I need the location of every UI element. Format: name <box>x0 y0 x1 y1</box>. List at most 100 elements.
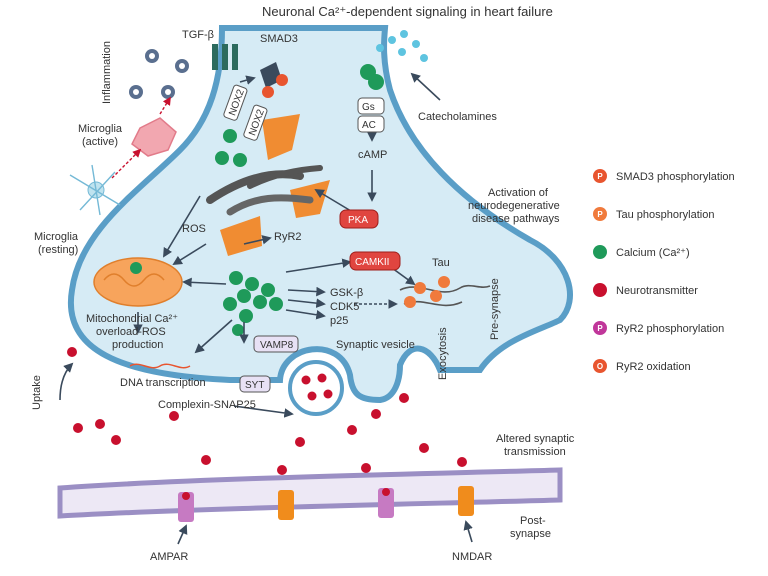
label-tgf-beta: TGF-β <box>182 29 214 41</box>
neurotransmitters-cleft <box>67 347 467 475</box>
label-activation-l3: disease pathways <box>472 213 560 225</box>
arrow-active-to-inflammation <box>159 96 171 115</box>
label-microglia-active-l1: Microglia <box>78 123 123 135</box>
legend-label: RyR2 oxidation <box>616 361 691 373</box>
legend-swatch <box>593 169 607 183</box>
neuron-body <box>67 25 573 404</box>
legend-item: P SMAD3 phosphorylation <box>593 169 735 183</box>
legend-item: P Tau phosphorylation <box>593 207 714 221</box>
legend-label: SMAD3 phosphorylation <box>616 171 735 183</box>
arrow-catecholamines <box>410 72 441 101</box>
legend-item: Neurotransmitter <box>593 283 698 297</box>
mitochondrion <box>93 257 183 307</box>
label-mito-l2: overload-ROS <box>96 326 166 338</box>
uptake-arrow <box>59 362 74 401</box>
pathway-arrows <box>133 75 416 354</box>
legend-glyph: O <box>597 362 603 371</box>
legend-glyph: P <box>597 324 603 333</box>
tau-filaments <box>399 276 491 308</box>
legend-swatch <box>593 207 607 221</box>
legend-item: O RyR2 oxidation <box>593 359 691 373</box>
label-microglia-resting: Microglia (resting) <box>34 231 81 256</box>
label-catecholamines: Catecholamines <box>418 111 497 123</box>
svg-text:Gs: Gs <box>362 102 375 113</box>
label-ampar: AMPAR <box>150 551 188 563</box>
arrow-complexin <box>233 405 294 418</box>
svg-text:VAMP8: VAMP8 <box>260 340 294 351</box>
label-microglia-resting-l2: (resting) <box>38 244 78 256</box>
label-post-synapse: Post- synapse <box>510 515 551 540</box>
label-altered-l1: Altered synaptic <box>496 433 575 445</box>
svg-text:CAMKII: CAMKII <box>355 257 389 268</box>
arrow-ampar <box>177 524 188 545</box>
tag-syt: SYT <box>239 375 271 393</box>
legend-swatch <box>593 359 607 373</box>
label-ryr2: RyR2 <box>274 231 302 243</box>
label-mito: Mitochondrial Ca²⁺ overload-ROS producti… <box>86 313 181 351</box>
label-post-synapse-l1: Post- <box>520 515 546 527</box>
arrow-resting-to-active <box>111 148 142 179</box>
endoplasmic-reticulum <box>206 114 330 256</box>
legend-item: Calcium (Ca²⁺) <box>593 245 690 259</box>
label-inflammation: Inflammation <box>101 41 113 104</box>
gs-receptor <box>360 64 384 90</box>
receptor-nmdar-1 <box>278 490 294 520</box>
receptor-ampar-2 <box>378 488 394 518</box>
label-mito-l1: Mitochondrial Ca²⁺ <box>86 313 178 325</box>
label-nmdar: NMDAR <box>452 551 492 563</box>
svg-text:AC: AC <box>362 120 376 131</box>
label-microglia-resting-l1: Microglia <box>34 231 79 243</box>
tag-vamp8: VAMP8 <box>253 335 299 353</box>
label-post-synapse-l2: synapse <box>510 528 551 540</box>
microglia-resting <box>69 164 121 216</box>
label-activation: Activation of neurodegenerative disease … <box>468 187 563 225</box>
diagram-title: Neuronal Ca²⁺-dependent signaling in hea… <box>262 4 553 19</box>
tag-pka: PKA <box>339 209 379 229</box>
label-dna: DNA transcription <box>120 377 206 389</box>
label-microglia-active: Microglia (active) <box>78 123 125 148</box>
dna-strand <box>129 363 191 369</box>
label-activation-l1: Activation of <box>488 187 549 199</box>
label-tau: Tau <box>432 257 450 269</box>
label-activation-l2: neurodegenerative <box>468 200 560 212</box>
microglia-inflammation-cluster <box>129 49 189 99</box>
legend-swatch <box>593 245 607 259</box>
label-smad3: SMAD3 <box>260 33 298 45</box>
label-mito-l3: production <box>112 339 163 351</box>
legend-label: Tau phosphorylation <box>616 209 714 221</box>
microglia-active <box>131 117 177 157</box>
label-complexin: Complexin-SNAP25 <box>158 399 256 411</box>
synaptic-vesicle <box>288 360 344 416</box>
legend-glyph: P <box>597 172 603 181</box>
tag-ac: AC <box>357 115 385 133</box>
legend-swatch <box>593 283 607 297</box>
receptor-ampar-1 <box>178 492 194 522</box>
label-microglia-active-l2: (active) <box>82 136 118 148</box>
legend-item: P RyR2 phosphorylation <box>593 321 724 335</box>
label-pre-synapse: Pre-synapse <box>489 278 501 340</box>
label-ros: ROS <box>182 223 206 235</box>
legend-glyph: P <box>597 210 603 219</box>
label-camp: cAMP <box>358 149 387 161</box>
tgf-beta-receptor <box>212 44 238 70</box>
catecholamine-dots <box>376 30 428 62</box>
label-altered: Altered synaptic transmission <box>496 433 577 458</box>
legend-label: RyR2 phosphorylation <box>616 323 724 335</box>
legend-label: Neurotransmitter <box>616 285 698 297</box>
legend-label: Calcium (Ca²⁺) <box>616 247 690 259</box>
arrow-nmdar <box>463 520 473 543</box>
calcium-cluster <box>130 129 283 336</box>
label-synaptic-vesicle: Synaptic vesicle <box>336 339 415 351</box>
svg-text:PKA: PKA <box>348 215 368 226</box>
label-p25: p25 <box>330 315 348 327</box>
label-cdk5: CDK5 <box>330 301 359 313</box>
smad3-complex <box>260 62 288 98</box>
label-uptake: Uptake <box>31 375 43 410</box>
tag-camkii: CAMKII <box>349 251 401 271</box>
svg-text:SYT: SYT <box>245 380 264 391</box>
label-exocytosis: Exocytosis <box>437 327 449 380</box>
label-altered-l2: transmission <box>504 446 566 458</box>
post-synapse-membrane <box>57 467 563 519</box>
